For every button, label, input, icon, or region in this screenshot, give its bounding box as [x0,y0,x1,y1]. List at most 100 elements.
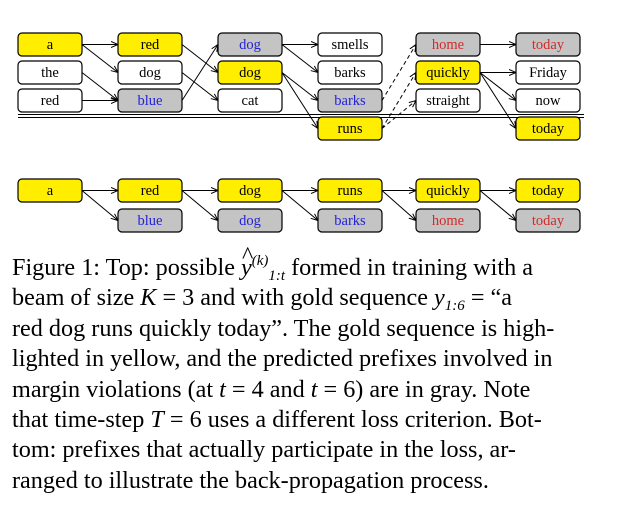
top-node-t2-blue-box [117,88,183,113]
bottom-gold-node-quickly-box [415,178,481,203]
top-node-t3-dog-box [217,32,283,57]
top-node-t5-quickly-box [415,60,481,85]
bottom-edges [81,190,516,221]
bottom-gold-node-quickly: quickly [415,178,481,203]
bottom-violation-node-barks: barks [317,208,383,233]
caption-line-2: beam of size K = 3 and with gold sequenc… [12,284,513,315]
top-edge-8 [281,44,318,73]
bottom-violation-edge-1 [181,190,218,221]
caption-line-8: ranged to illustrate the back-propagatio… [12,466,489,494]
top-node-t3-dog-box [217,60,283,85]
bottom-gold-node-today-label: today [532,183,565,199]
top-node-t6-now-label: now [536,93,562,109]
top-edge-12-dashed [381,73,416,129]
top-edge-16 [479,72,516,101]
top-node-t1-red-box [17,88,83,113]
top-node-t4-barks: barks [317,60,383,85]
top-node-t1-red: red [17,88,83,113]
bottom-violation-edge-0 [81,190,118,221]
bottom-gold-node-a: a [17,178,83,203]
caption-line-7: tom: prefixes that actually participate … [12,436,516,464]
bottom-nodes: a red dog runs quickly today blue dog barks home t… [17,178,581,233]
top-node-t1-the-box [17,60,83,85]
bottom-violation-node-blue-box [117,208,183,233]
top-node-t6-friday: Friday [515,60,581,85]
top-node-t6-today-box [515,116,581,141]
bottom-violation-node-home: home [415,208,481,233]
bottom-gold-node-dog-label: dog [239,183,261,199]
bottom-violation-edge-4 [479,190,516,221]
bottom-gold-node-a-box [17,178,83,203]
top-node-t4-smells: smells [317,32,383,57]
top-node-t6-today-label: today [532,37,565,53]
caption-line-6: that time-step T = 6 uses a different lo… [12,406,542,434]
top-node-t4-barks: barks [317,88,383,113]
y-hat-symbol: y [241,254,252,281]
top-node-t5-straight-box [415,88,481,113]
bottom-gold-node-runs: runs [317,178,383,203]
bottom-violation-node-blue-label: blue [138,213,163,229]
top-beam-edges [81,44,516,129]
bottom-violation-node-home-label: home [432,213,464,229]
bottom-violation-node-today: today [515,208,581,233]
top-node-t5-quickly: quickly [415,60,481,85]
bottom-gold-node-quickly-label: quickly [426,183,470,199]
top-edge-6 [181,45,218,101]
top-node-t6-friday-box [515,60,581,85]
top-edge-11-dashed [381,45,416,101]
top-node-t5-quickly-label: quickly [426,65,470,81]
top-edge-13-dashed [381,101,416,129]
caption-line-5: margin violations (at t = 4 and t = 6) a… [12,375,531,403]
top-node-t5-straight: straight [415,88,481,113]
top-node-t1-the: the [17,60,83,85]
top-node-t5-home-box [415,32,481,57]
top-node-t1-the-label: the [41,65,59,81]
top-edge-1 [81,44,118,73]
top-node-t2-dog-label: dog [139,65,161,81]
top-node-t3-cat-box [217,88,283,113]
top-node-t5-home-label: home [432,37,464,53]
top-edge-5 [181,72,218,101]
bottom-violation-node-today-label: today [532,213,565,229]
top-node-t3-cat-label: cat [242,93,259,109]
bottom-violation-node-barks-label: barks [334,213,366,229]
bottom-gold-node-red-label: red [141,183,160,199]
top-node-t6-today-box [515,32,581,57]
bottom-violation-edge-3 [381,190,416,221]
caption-line-4: lighted in yellow, and the predicted pre… [12,345,553,373]
top-node-t1-red-label: red [41,93,60,109]
top-edge-9 [281,72,318,101]
top-node-t2-blue: blue [117,88,183,113]
top-node-t2-dog: dog [117,60,183,85]
top-node-t5-straight-label: straight [426,93,470,109]
bottom-gold-node-runs-box [317,178,383,203]
top-node-t6-now-box [515,88,581,113]
caption-line-1: Figure 1: Top: possible y^(k)1:t formed … [12,242,533,284]
bottom-gold-node-runs-label: runs [338,183,363,199]
top-beam-nodes: atheredreddogbluedogdogcatsmellsbarksbar… [17,32,581,141]
bottom-violation-node-dog-box [217,208,283,233]
bottom-violation-edge-2 [281,190,318,221]
bottom-violation-node-today-box [515,208,581,233]
top-node-t4-barks-box [317,60,383,85]
top-node-t4-barks-label: barks [334,65,366,81]
top-node-t4-smells-box [317,32,383,57]
top-edge-4 [181,44,218,73]
top-edge-10 [281,72,318,129]
top-node-t2-dog-box [117,60,183,85]
bottom-violation-node-home-box [415,208,481,233]
top-node-t3-dog-label: dog [239,37,261,53]
bottom-gold-node-dog: dog [217,178,283,203]
figure-caption: Figure 1: Top: possible y^(k)1:t formed … [12,242,614,496]
bottom-gold-node-dog-box [217,178,283,203]
bottom-violation-node-dog-label: dog [239,213,261,229]
top-node-t1-a: a [17,32,83,57]
bottom-gold-node-red: red [117,178,183,203]
top-node-t4-barks-box [317,88,383,113]
top-node-t6-now: now [515,88,581,113]
top-node-t6-today: today [515,32,581,57]
top-node-t4-runs-label: runs [338,121,363,137]
top-node-t4-runs-box [317,116,383,141]
top-node-t2-blue-label: blue [138,93,163,109]
top-node-t3-dog: dog [217,60,283,85]
